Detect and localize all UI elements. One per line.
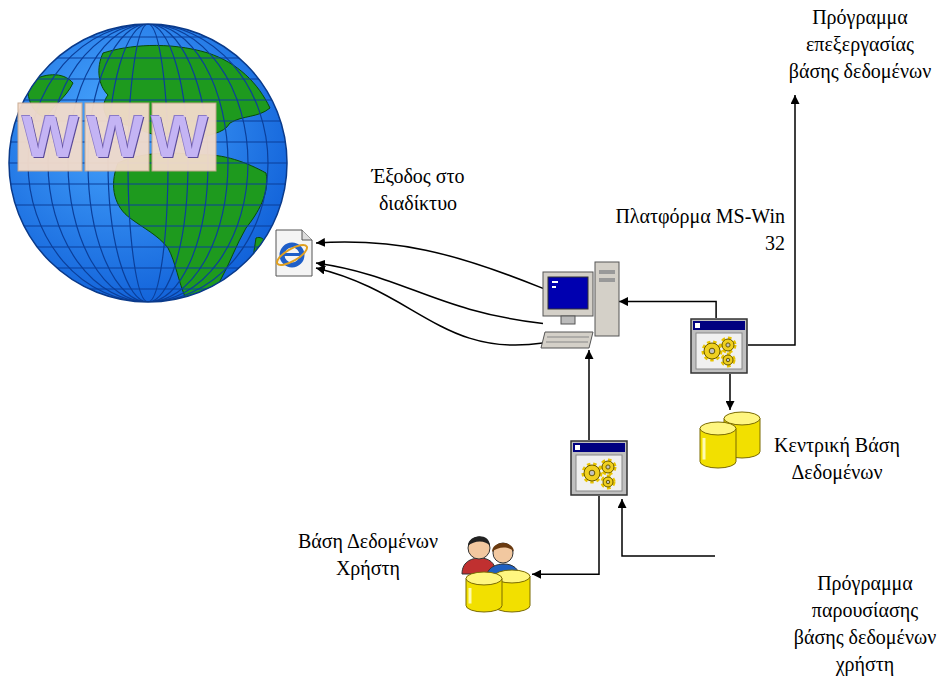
connector-arrow bbox=[316, 268, 543, 345]
program-icon-graphic bbox=[570, 440, 628, 496]
connector-arrow bbox=[588, 350, 590, 440]
user-database-icon: Βάση Δεδομένων Χρήστη bbox=[456, 528, 532, 612]
connector-arrow bbox=[619, 302, 716, 318]
connector-arrow bbox=[316, 263, 543, 324]
computer-icon: Πλατφόρμα MS-Win 32 bbox=[543, 262, 619, 350]
icon-label: Πλατφόρμα MS-Win 32 bbox=[605, 203, 785, 257]
icon-label: Κεντρική Βάση Δεδομένων bbox=[772, 432, 902, 486]
icon-label: Έξοδος στο διαδίκτυο bbox=[353, 163, 483, 217]
icon-label: Βάση Δεδομένων Χρήστη bbox=[288, 528, 448, 582]
www-lettering: WWW bbox=[22, 105, 232, 169]
program-label: Πρόγραμμα παρουσίασης βάσης δεδομένων χρ… bbox=[785, 570, 945, 678]
browser-icon-graphic bbox=[272, 228, 316, 278]
connector-arrow bbox=[729, 374, 731, 410]
program-icon: Πρόγραμμα παρουσίασης βάσης δεδομένων χρ… bbox=[570, 440, 628, 496]
connector-arrow bbox=[532, 496, 599, 574]
database-icon: Κεντρική Βάση Δεδομένων bbox=[698, 410, 762, 468]
leader-arrow bbox=[622, 499, 715, 556]
program-label: Πρόγραμμα επεξεργασίας βάσης δεδομένων bbox=[780, 4, 940, 85]
computer-icon-graphic bbox=[543, 262, 619, 350]
globe-illustration: WWW bbox=[8, 23, 288, 303]
program-icon-graphic bbox=[690, 318, 748, 374]
database-icon-graphic bbox=[698, 410, 762, 468]
program-icon: Πρόγραμμα επεξεργασίας βάσης δεδομένων bbox=[690, 318, 748, 374]
user-database-icon-graphic bbox=[456, 528, 532, 612]
browser-icon: Έξοδος στο διαδίκτυο bbox=[272, 228, 316, 278]
connector-arrow bbox=[316, 242, 543, 288]
